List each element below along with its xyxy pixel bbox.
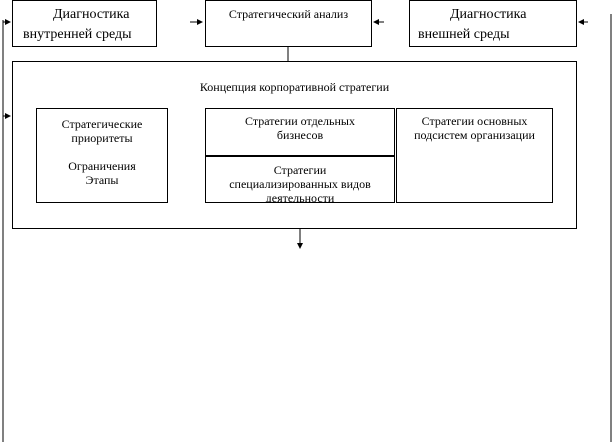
subsystems-line1: Стратегии основных [421, 114, 528, 128]
business-line2: бизнесов [276, 128, 324, 142]
specialized-strategies-box: Стратегии специализированных видов деяте… [205, 156, 395, 203]
subsystems-line2: подсистем организации [414, 128, 535, 142]
business-line1: Стратегии отдельных [245, 114, 355, 128]
specialized-line1: Стратегии [273, 163, 327, 177]
priorities-box: Стратегические приоритеты Ограничения Эт… [36, 108, 168, 203]
strategic-analysis-box: Стратегический анализ [205, 0, 372, 47]
internal-diag-line2: внутренней среды [23, 27, 132, 42]
concept-title: Концепция корпоративной стратегии [199, 80, 390, 94]
external-diagnostics-box: Диагностика внешней среды [409, 0, 577, 47]
subsystems-strategies-box: Стратегии основных подсистем организации [396, 108, 553, 203]
priorities-line2: приоритеты [71, 131, 133, 145]
specialized-line3: деятельности [265, 191, 335, 203]
business-strategies-box: Стратегии отдельных бизнесов [205, 108, 395, 156]
constraints-label: Ограничения [68, 159, 136, 173]
stages-label: Этапы [85, 173, 119, 187]
strategic-analysis-label: Стратегический анализ [228, 7, 349, 21]
internal-diagnostics-box: Диагностика внутренней среды [12, 0, 157, 47]
external-diag-line1: Диагностика [450, 7, 527, 22]
specialized-line2: специализированных видов [229, 177, 371, 191]
internal-diag-line1: Диагностика [53, 7, 130, 22]
priorities-line1: Стратегические [61, 117, 143, 131]
external-diag-line2: внешней среды [418, 27, 510, 42]
